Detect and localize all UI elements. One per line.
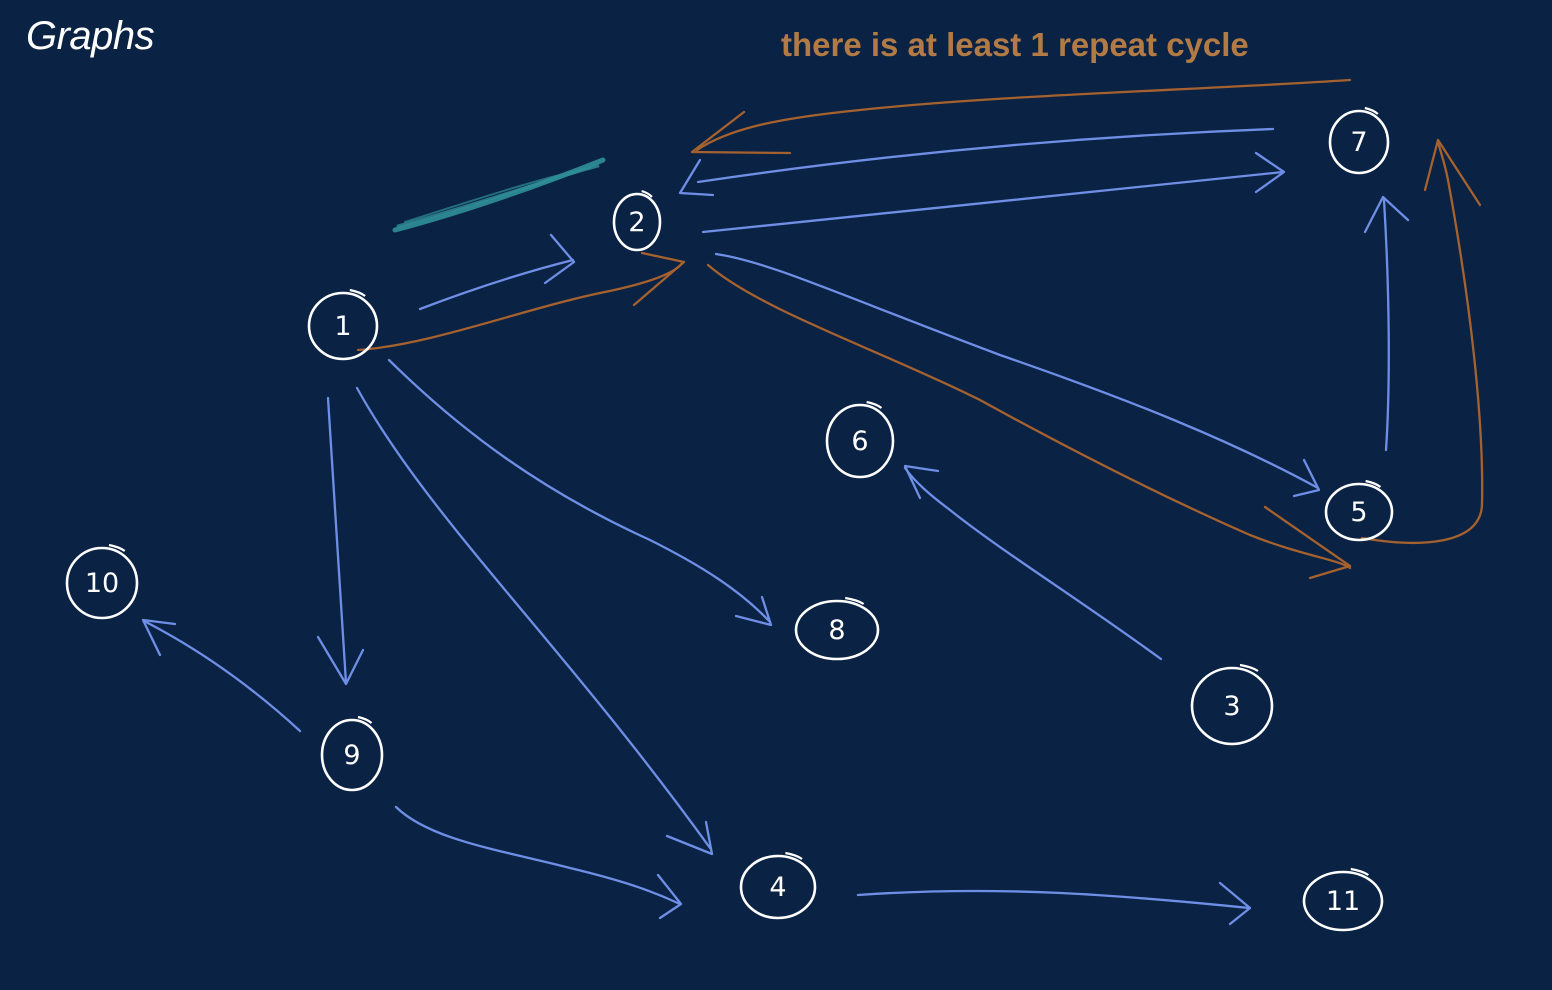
node-7: 7 (1328, 106, 1390, 175)
node-4-label: 4 (769, 872, 786, 903)
node-10-circle (65, 546, 139, 620)
node-8: 8 (794, 596, 880, 661)
node-6: 6 (825, 400, 895, 479)
node-11: 11 (1302, 867, 1384, 932)
node-9-circle (320, 718, 384, 792)
node-6-circle (825, 403, 895, 479)
node-6-label: 6 (851, 426, 868, 457)
edge-1-to-8 (387, 358, 773, 627)
edge-9-to-10 (141, 618, 302, 733)
edge-1-to-2 (418, 233, 576, 311)
node-5-label: 5 (1350, 497, 1367, 528)
node-5: 5 (1324, 479, 1394, 542)
edge-2-to-5 (714, 252, 1321, 498)
node-9: 9 (320, 715, 384, 792)
node-11-label: 11 (1326, 886, 1360, 917)
edge-1-to-9 (316, 396, 365, 686)
edge-7-to-2 (678, 127, 1275, 197)
node-1-label: 1 (334, 311, 351, 342)
node-3-label: 3 (1223, 691, 1240, 722)
cycle-stroke-1-to-2 (356, 251, 686, 352)
node-3: 3 (1190, 663, 1274, 746)
node-8-circle (794, 599, 880, 661)
highlighter-stroke (392, 157, 606, 233)
edge-4-to-11 (856, 881, 1252, 926)
edge-1-to-4 (355, 386, 714, 856)
node-7-circle (1328, 109, 1390, 175)
page-title: Graphs (26, 14, 155, 58)
node-10: 10 (65, 543, 139, 620)
node-8-label: 8 (828, 615, 845, 646)
node-4-circle (739, 854, 817, 920)
node-9-label: 9 (343, 740, 360, 771)
edge-5-to-7 (1363, 195, 1410, 452)
edge-9-to-4 (394, 805, 683, 920)
node-10-label: 10 (85, 568, 119, 599)
node-7-label: 7 (1350, 127, 1367, 158)
node-5-circle (1324, 482, 1394, 542)
edge-2-to-7 (701, 151, 1286, 234)
node-11-circle (1302, 870, 1384, 932)
cycle-stroke-5-to-7 (1360, 138, 1484, 544)
node-4: 4 (739, 851, 817, 920)
node-1: 1 (307, 288, 379, 361)
node-2: 2 (612, 189, 662, 252)
edge-3-to-6 (903, 464, 1163, 661)
node-2-label: 2 (628, 207, 645, 238)
node-3-circle (1190, 666, 1274, 746)
node-2-circle (612, 192, 662, 252)
cycle-stroke-2-to-5 (706, 263, 1352, 580)
cycle-stroke-7-to-2 (690, 78, 1352, 155)
cycle-annotation: there is at least 1 repeat cycle (781, 26, 1249, 63)
node-1-circle (307, 291, 379, 361)
